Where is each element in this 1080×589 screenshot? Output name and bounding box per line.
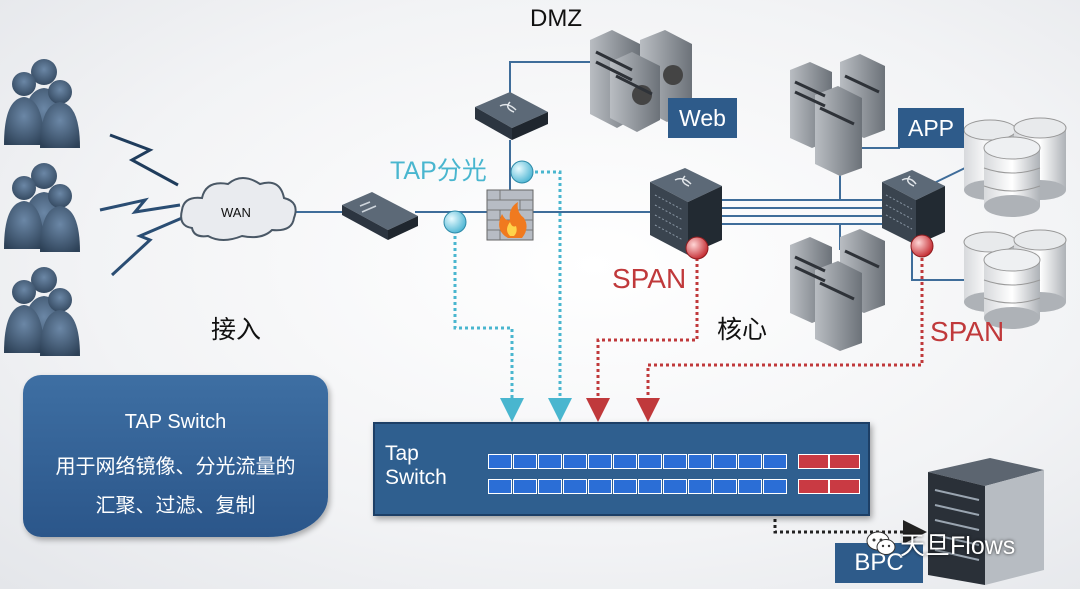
- database-icon: [963, 229, 1067, 329]
- tap-point-marker: [443, 210, 467, 234]
- switch-port: [613, 479, 637, 494]
- user-group-icon: [4, 59, 80, 148]
- dmz-switch-icon: [475, 92, 548, 140]
- bpc-server-icon: [928, 458, 1044, 585]
- firewall-icon: [486, 189, 534, 241]
- switch-port: [638, 454, 662, 469]
- wechat-icon: [866, 531, 896, 555]
- switch-port: [563, 479, 587, 494]
- wireless-bolt-icon: [99, 133, 183, 277]
- switch-port: [763, 479, 787, 494]
- span-label-core: SPAN: [612, 263, 687, 294]
- switch-port-uplink: [798, 479, 829, 494]
- switch-port: [563, 454, 587, 469]
- span-links: [586, 258, 924, 422]
- switch-port: [488, 479, 512, 494]
- switch-port-uplink: [798, 454, 829, 469]
- switch-port: [663, 479, 687, 494]
- switch-port-uplink: [829, 479, 860, 494]
- switch-port: [613, 454, 637, 469]
- switch-port: [513, 454, 537, 469]
- tap-switch-device: Tap Switch: [373, 422, 870, 516]
- switch-port: [588, 479, 612, 494]
- tap-switch-name: Tap Switch: [385, 442, 447, 489]
- switch-port: [713, 479, 737, 494]
- span-point-marker: [910, 234, 934, 258]
- switch-port: [688, 454, 712, 469]
- span-point-marker: [685, 236, 709, 260]
- web-badge: Web: [668, 98, 737, 138]
- watermark-text: 天旦Flows: [900, 532, 1016, 560]
- switch-port: [538, 454, 562, 469]
- tap-point-marker: [510, 160, 534, 184]
- switch-port: [738, 479, 762, 494]
- app-switch-icon: [882, 170, 945, 245]
- database-icon: [963, 117, 1067, 217]
- wan-label: WAN: [221, 205, 251, 220]
- tap-switch-info-box: TAP Switch 用于网络镜像、分光流量的 汇聚、过滤、复制: [23, 375, 328, 537]
- app-server-icon: [790, 54, 885, 176]
- switch-port: [638, 479, 662, 494]
- access-label: 接入: [211, 316, 262, 344]
- switch-port: [763, 454, 787, 469]
- user-group-icon: [4, 163, 80, 252]
- watermark: 天旦Flows: [866, 526, 1015, 562]
- switch-port: [738, 454, 762, 469]
- switch-port-uplink: [829, 454, 860, 469]
- core-label: 核心: [717, 316, 768, 344]
- span-label-app: SPAN: [930, 316, 1005, 347]
- tap-split-label: TAP分光: [390, 157, 487, 185]
- switch-port: [488, 454, 512, 469]
- switch-port: [538, 479, 562, 494]
- switch-port: [688, 479, 712, 494]
- core-switch-icon: [650, 168, 722, 255]
- info-box-line2: 汇聚、过滤、复制: [95, 495, 256, 517]
- switch-port: [513, 479, 537, 494]
- switch-port: [713, 454, 737, 469]
- dmz-label: DMZ: [530, 5, 582, 32]
- bpc-badge: BPC: [835, 543, 923, 583]
- switch-port: [588, 454, 612, 469]
- tap-links: [453, 170, 572, 422]
- info-box-title: TAP Switch: [124, 411, 227, 433]
- user-group-icon: [4, 267, 80, 356]
- access-switch-icon: [342, 192, 418, 240]
- switch-port: [663, 454, 687, 469]
- app-server-icon: [790, 229, 885, 351]
- info-box-line1: 用于网络镜像、分光流量的: [55, 456, 296, 478]
- wan-cloud-icon: [180, 177, 297, 241]
- web-server-icon: [590, 30, 692, 132]
- app-badge: APP: [898, 108, 964, 148]
